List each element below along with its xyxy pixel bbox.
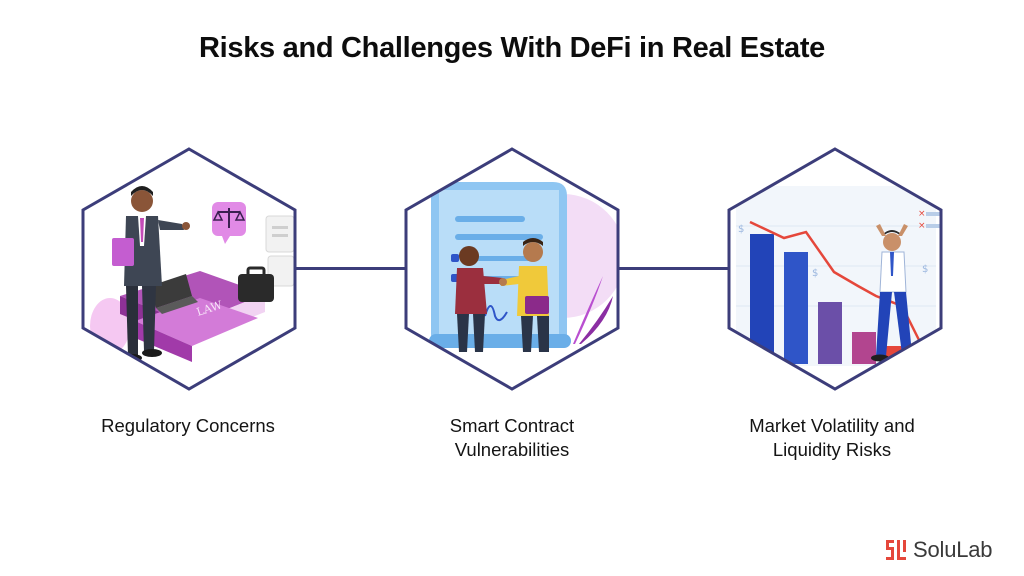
svg-text:$: $ — [812, 268, 818, 279]
handshake-contract-icon — [404, 147, 620, 391]
item-label-market-volatility: Market Volatility and Liquidity Risks — [702, 414, 962, 462]
connector-line-2 — [616, 267, 728, 270]
hexagon-market-volatility: $ $ $ × × — [726, 146, 944, 392]
page-title: Risks and Challenges With DeFi in Real E… — [198, 32, 826, 64]
label-line: Smart Contract — [449, 415, 575, 436]
svg-text:$: $ — [922, 264, 928, 275]
label-line: Market Volatility and — [749, 415, 915, 436]
svg-text:×: × — [918, 209, 926, 219]
hexagon-regulatory: LAW — [80, 146, 298, 392]
item-label-smart-contract: Smart Contract Vulnerabilities — [382, 414, 642, 462]
svg-text:$: $ — [738, 224, 744, 235]
svg-text:×: × — [918, 221, 926, 231]
lawyer-law-book-icon: LAW — [81, 147, 297, 391]
solulab-logo-icon — [886, 540, 906, 560]
connector-line-1 — [296, 267, 408, 270]
brand-name: SoluLab — [913, 537, 993, 562]
brand-logo: SoluLab — [885, 534, 993, 566]
falling-chart-icon: $ $ $ × × — [727, 147, 943, 391]
hexagon-smart-contract — [403, 146, 621, 392]
label-line: Regulatory Concerns — [101, 415, 275, 436]
label-line: Vulnerabilities — [454, 439, 570, 460]
label-line: Liquidity Risks — [772, 439, 892, 460]
item-label-regulatory: Regulatory Concerns — [58, 414, 318, 438]
